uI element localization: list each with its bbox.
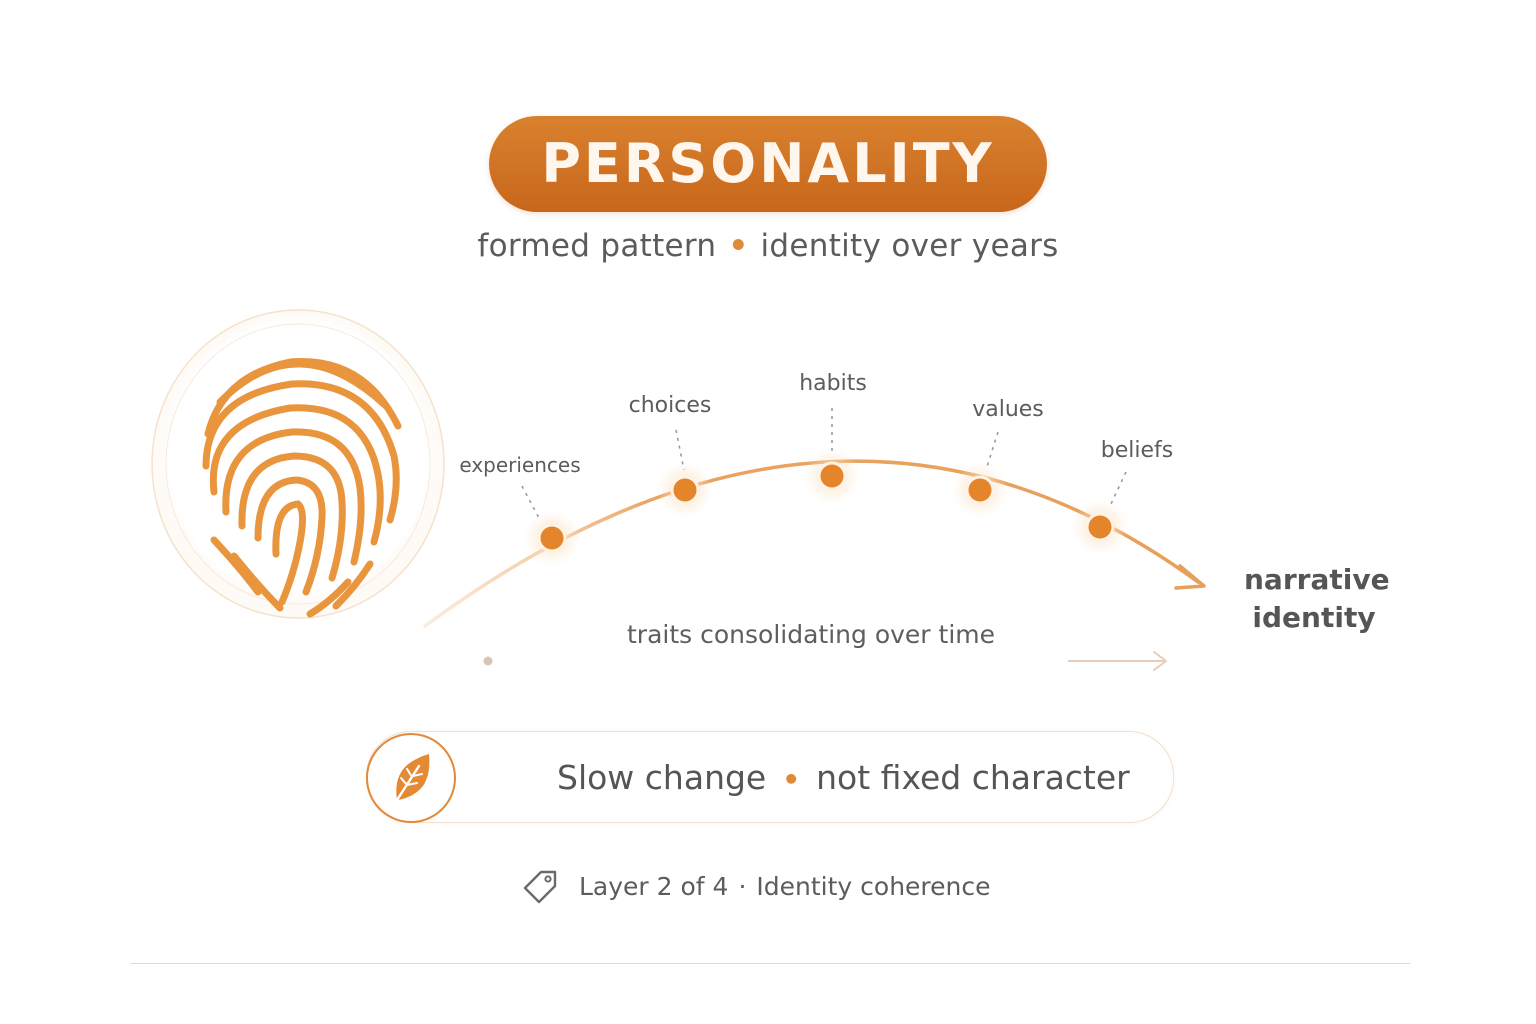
connector-beliefs — [1109, 471, 1127, 507]
page-title: PERSONALITY — [541, 132, 995, 195]
title-banner: PERSONALITY — [489, 116, 1047, 212]
dot-values — [965, 475, 995, 505]
bottom-divider — [130, 963, 1410, 964]
label-habits: habits — [799, 371, 867, 396]
subtitle-right: identity over years — [760, 228, 1059, 264]
leaf-badge — [366, 733, 456, 823]
narrative-line-1: narrative — [1244, 563, 1390, 596]
connector-experiences — [521, 485, 541, 521]
label-beliefs: beliefs — [1100, 438, 1174, 463]
change-separator: • — [782, 763, 801, 796]
dot-habits — [817, 461, 847, 491]
slow-change-pill — [366, 731, 1174, 823]
narrative-identity-label: narrative identity — [1244, 561, 1390, 637]
dot-beliefs — [1085, 512, 1115, 542]
baseline-start-dot — [483, 656, 493, 666]
leaf-icon — [395, 754, 430, 802]
traits-caption: traits consolidating over time — [627, 620, 995, 649]
footer-layer-info: Layer 2 of 4 · Identity coherence — [521, 866, 991, 906]
timeline-dots — [524, 448, 1128, 566]
change-right: not fixed character — [816, 758, 1130, 797]
timeline-arc — [423, 459, 1200, 628]
tag-icon — [523, 870, 557, 904]
slow-change-text: Slow change • not fixed character — [557, 758, 1130, 797]
dot-experiences — [537, 523, 567, 553]
connector-values — [985, 431, 999, 471]
dot-choices — [670, 475, 700, 505]
arc-arrowhead — [1174, 564, 1206, 590]
subtitle-separator: • — [728, 228, 749, 264]
footer-topic: Identity coherence — [756, 871, 991, 901]
change-left: Slow change — [557, 758, 767, 797]
baseline-arrowhead — [1153, 651, 1167, 671]
narrative-line-2: identity — [1252, 601, 1376, 634]
label-experiences: experiences — [459, 453, 581, 477]
subtitle-left: formed pattern — [477, 228, 717, 264]
label-values: values — [972, 397, 1044, 422]
label-choices: choices — [628, 393, 712, 418]
subtitle: formed pattern • identity over years — [0, 228, 1536, 264]
footer-separator: · — [738, 871, 747, 901]
fingerprint-icon — [151, 309, 445, 619]
connector-choices — [675, 429, 685, 471]
footer-layer: Layer 2 of 4 — [579, 871, 729, 901]
